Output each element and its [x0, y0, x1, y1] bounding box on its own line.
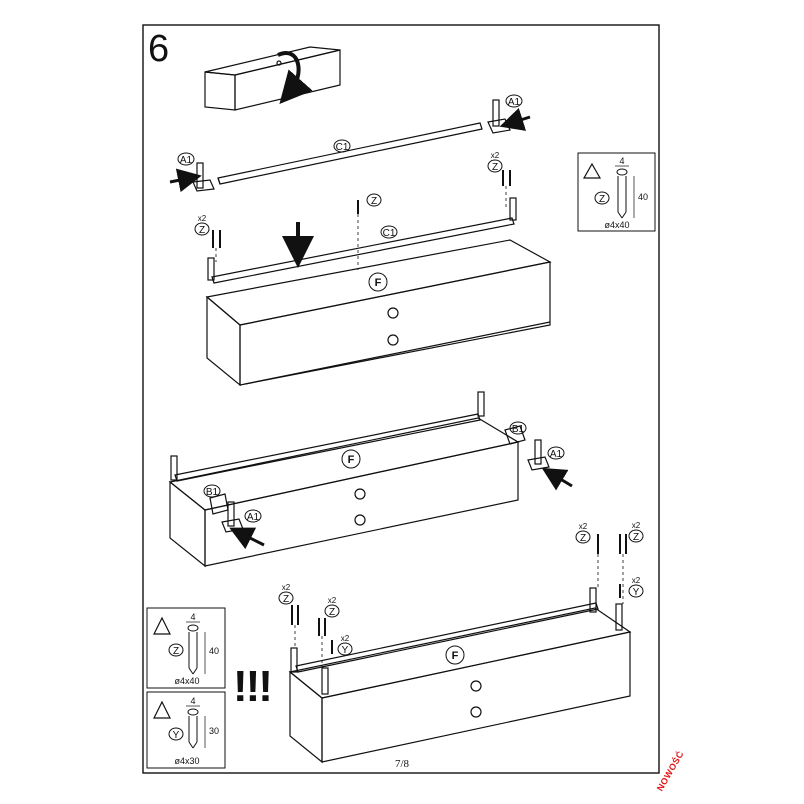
part-f-label: F	[452, 650, 459, 662]
part-a1-label: A1	[550, 449, 563, 460]
screw-length-label: 40	[638, 192, 648, 202]
part-b1-label: B1	[512, 424, 525, 435]
part-c1-label: C1	[383, 228, 396, 239]
screw-icon	[187, 168, 628, 749]
quantity-label: x2	[198, 214, 207, 223]
part-z-label: Z	[329, 607, 335, 618]
screw-caption: ø4x40	[604, 220, 629, 230]
screw-width-label: 4	[190, 612, 195, 622]
part-z-label: Z	[633, 532, 639, 543]
quantity-label: x2	[491, 151, 500, 160]
part-c1-label: C1	[336, 142, 349, 153]
cabinet-3	[288, 587, 632, 764]
screw-box-part-label: Z	[173, 646, 179, 657]
rail-c1-top	[217, 122, 483, 185]
part-z-label: Z	[283, 594, 289, 605]
part-y-label: Y	[342, 645, 349, 656]
screw-box-top	[577, 152, 656, 232]
screw-box-bottom	[146, 691, 226, 769]
cabinet-1	[205, 197, 552, 387]
bracket-a1-top-right	[487, 99, 511, 134]
top-cabinet-preview	[204, 46, 341, 111]
part-z-label: Z	[199, 225, 205, 236]
quantity-label: x2	[632, 576, 641, 585]
push-arrow-icon	[229, 527, 265, 550]
part-y-label: Y	[633, 587, 640, 598]
part-z-label: Z	[371, 196, 377, 207]
screw-icon	[212, 170, 511, 248]
quantity-label: x2	[579, 522, 588, 531]
part-f-label: F	[375, 277, 382, 289]
push-arrow-icon	[541, 467, 573, 491]
part-label-circles	[168, 94, 644, 741]
screw-box-part-label: Y	[173, 730, 180, 741]
screw-width-label: 4	[619, 156, 624, 166]
screw-box-mid	[146, 607, 226, 689]
dimension-lines	[186, 165, 635, 748]
step-number: 6	[148, 28, 170, 70]
part-z-label: Z	[492, 162, 498, 173]
part-z-label: Z	[580, 533, 586, 544]
warning-triangle-icon	[153, 162, 602, 719]
bracket-a1-top-left	[192, 162, 215, 192]
push-arrow-icon	[499, 107, 531, 131]
part-b1-label: B1	[206, 487, 219, 498]
screw-length-label: 40	[209, 646, 219, 656]
screw-width-label: 4	[190, 696, 195, 706]
screw-length-label: 30	[209, 726, 219, 736]
cabinet-2	[168, 391, 526, 568]
bracket-a1-mid-left	[221, 501, 244, 533]
warning-exclamation: !!!	[233, 662, 273, 711]
screw-caption: ø4x40	[174, 676, 199, 686]
part-a1-label: A1	[247, 512, 260, 523]
quantity-label: x2	[341, 634, 350, 643]
push-arrow-icon	[169, 168, 202, 193]
alignment-lines	[215, 186, 507, 270]
screw-caption: ø4x30	[174, 756, 199, 766]
bracket-a1-mid-right	[527, 439, 550, 471]
rotate-arrow-icon	[277, 51, 313, 105]
screw-icon	[291, 534, 627, 654]
alignment-lines	[294, 554, 624, 668]
page-frame	[142, 24, 660, 774]
part-f-label: F	[348, 454, 355, 466]
quantity-label: x2	[282, 583, 291, 592]
quantity-label: x2	[632, 521, 641, 530]
page-number: 7/8	[394, 758, 410, 770]
part-a1-label: A1	[180, 155, 193, 166]
screw-box-part-label: Z	[599, 194, 605, 205]
part-a1-label: A1	[508, 97, 521, 108]
quantity-label: x2	[328, 596, 337, 605]
